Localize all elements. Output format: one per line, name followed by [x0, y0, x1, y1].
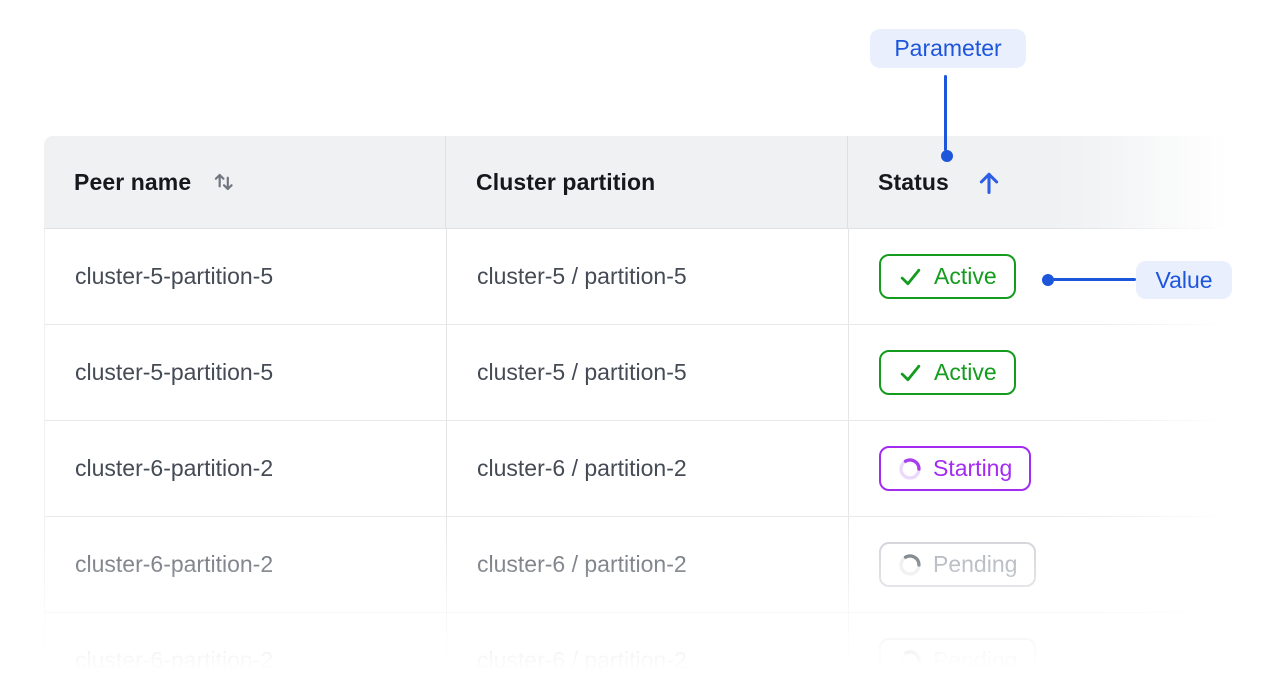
peers-table: Peer name Cluster partition Status: [44, 136, 1244, 688]
cluster-partition-cell: cluster-5 / partition-5: [447, 229, 849, 324]
status-badge-label: Active: [934, 263, 997, 289]
cluster-partition-text: cluster-6 / partition-2: [477, 551, 687, 577]
cluster-partition-cell: cluster-6 / partition-2: [447, 517, 849, 612]
peer-name-text: cluster-6-partition-2: [75, 455, 274, 481]
arrow-up-icon: [979, 172, 999, 194]
table-row: cluster-5-partition-5 cluster-5 / partit…: [44, 229, 1244, 325]
column-header-label: Status: [878, 168, 949, 195]
peer-name-text: cluster-6-partition-2: [75, 551, 274, 577]
status-badge-active: Active: [879, 254, 1016, 299]
cluster-partition-text: cluster-5 / partition-5: [477, 263, 687, 289]
spinner-icon: [899, 649, 921, 672]
column-header-peer-name[interactable]: Peer name: [44, 136, 446, 228]
column-header-cluster-partition: Cluster partition: [446, 136, 848, 228]
value-annotation-pill: Value: [1136, 261, 1232, 299]
table-row: cluster-6-partition-2 cluster-6 / partit…: [44, 613, 1244, 688]
parameter-annotation-label: Parameter: [894, 35, 1002, 61]
peer-name-cell: cluster-6-partition-2: [45, 613, 447, 688]
parameter-annotation-pill: Parameter: [870, 29, 1026, 68]
check-icon: [900, 268, 921, 286]
status-cell: Pending: [849, 613, 1244, 688]
peer-name-cell: cluster-5-partition-5: [45, 325, 447, 420]
check-icon: [900, 364, 921, 382]
peer-name-cell: cluster-5-partition-5: [45, 229, 447, 324]
sort-vertical-icon: [215, 173, 233, 191]
table-row: cluster-6-partition-2 cluster-6 / partit…: [44, 421, 1244, 517]
status-cell: Pending: [849, 517, 1244, 612]
status-cell: Active: [849, 325, 1244, 420]
column-header-label: Peer name: [74, 168, 192, 195]
peer-name-cell: cluster-6-partition-2: [45, 421, 447, 516]
peer-name-cell: cluster-6-partition-2: [45, 517, 447, 612]
cluster-partition-text: cluster-6 / partition-2: [477, 647, 687, 673]
status-cell: Active: [849, 229, 1244, 324]
cluster-partition-text: cluster-5 / partition-5: [477, 359, 687, 385]
status-badge-label: Starting: [933, 455, 1013, 481]
table-right-fade-wrapper: Peer name Cluster partition Status: [44, 136, 1244, 688]
value-annotation-label: Value: [1155, 266, 1213, 293]
spinner-icon: [899, 553, 921, 576]
status-badge-pending: Pending: [879, 638, 1037, 683]
peer-name-text: cluster-6-partition-2: [75, 647, 274, 673]
status-badge-label: Active: [934, 359, 997, 385]
table-bottom-fade-wrapper: Peer name Cluster partition Status: [44, 136, 1244, 688]
cluster-partition-text: cluster-6 / partition-2: [477, 455, 687, 481]
status-badge-active: Active: [879, 350, 1016, 395]
cluster-partition-cell: cluster-6 / partition-2: [447, 421, 849, 516]
table-header-row: Peer name Cluster partition Status: [44, 136, 1244, 229]
spinner-icon: [899, 457, 921, 480]
cluster-partition-cell: cluster-6 / partition-2: [447, 613, 849, 688]
parameter-connector-line: [944, 75, 947, 151]
status-badge-label: Pending: [933, 647, 1018, 673]
cluster-partition-cell: cluster-5 / partition-5: [447, 325, 849, 420]
peer-name-text: cluster-5-partition-5: [75, 263, 274, 289]
column-header-status[interactable]: Status: [848, 136, 1244, 228]
status-badge-starting: Starting: [879, 446, 1032, 491]
status-badge-label: Pending: [933, 551, 1018, 577]
status-cell: Starting: [849, 421, 1244, 516]
status-badge-pending: Pending: [879, 542, 1037, 587]
table-row: cluster-5-partition-5 cluster-5 / partit…: [44, 325, 1244, 421]
parameter-connector-dot: [941, 150, 953, 162]
value-connector-line: [1047, 278, 1136, 281]
column-header-label: Cluster partition: [476, 168, 656, 195]
table-row: cluster-6-partition-2 cluster-6 / partit…: [44, 517, 1244, 613]
peer-name-text: cluster-5-partition-5: [75, 359, 274, 385]
